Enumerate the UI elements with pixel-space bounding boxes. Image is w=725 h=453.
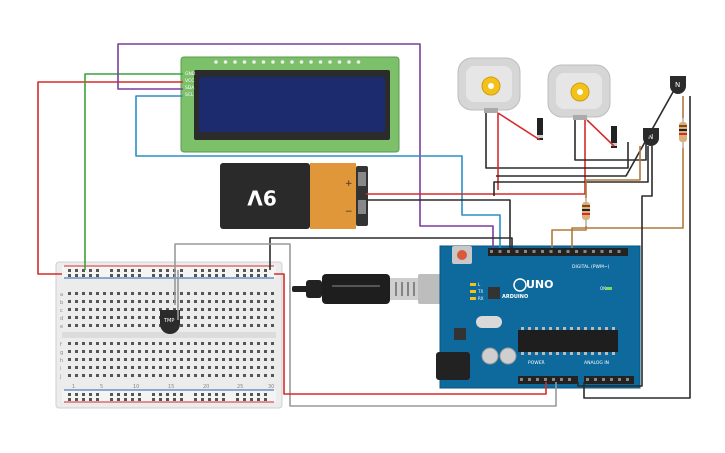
dc-motor-2[interactable] (547, 64, 611, 120)
sensor-label: TMP (163, 318, 174, 324)
transistor-2[interactable]: N (670, 76, 686, 94)
wire-red-motor1[interactable] (497, 112, 541, 141)
digital-label: DIGITAL (PWM~) (572, 264, 610, 270)
bb-col-1: 1 (72, 384, 75, 390)
led-l-label: L (478, 282, 481, 287)
power-header (518, 376, 578, 384)
bb-row-letter: e (60, 324, 63, 330)
diode-2[interactable] (611, 126, 617, 148)
lcd-screen (199, 77, 385, 132)
led-tx-label: TX (477, 289, 483, 294)
wire-brown-res1-pin[interactable] (551, 226, 587, 248)
dc-jack (436, 352, 470, 380)
transistor-1-label: N (648, 133, 653, 141)
wire-red-5v[interactable] (274, 273, 547, 395)
bb-col-15: 15 (168, 384, 174, 390)
bb-col-30: 30 (268, 384, 274, 390)
wire-brown-res1[interactable] (585, 146, 641, 198)
wire-black-motor2[interactable] (574, 120, 647, 161)
power-label: POWER (528, 360, 545, 366)
wire-black-transistor-gnd[interactable] (493, 146, 649, 196)
lcd-header-pins (214, 60, 361, 64)
bb-col-5: 5 (100, 384, 103, 390)
capacitor-2 (499, 347, 517, 365)
arduino-uno[interactable]: DIGITAL (PWM~) UNO ARDUINO L TX RX ON PO… (436, 245, 641, 389)
lcd-pin-scl: SCL (185, 92, 194, 98)
wire-black-long-right[interactable] (583, 96, 691, 399)
wire-black-mid[interactable] (577, 146, 653, 387)
bb-col-10: 10 (133, 384, 139, 390)
wires (37, 43, 691, 407)
transistor-2-label: N (675, 81, 680, 89)
battery-9v[interactable]: + − 9V (220, 163, 368, 229)
battery-voltage-label: 9V (247, 186, 277, 210)
temperature-sensor[interactable]: TMP (160, 310, 180, 334)
bb-row-letter: i (60, 366, 61, 372)
capacitor-1 (481, 347, 499, 365)
usb-chip (488, 287, 500, 299)
diode-1[interactable] (537, 118, 543, 140)
wire-green-lcd-gnd[interactable] (84, 73, 183, 270)
wire-red-motor2[interactable] (586, 119, 615, 147)
wire-black-battery-minus[interactable] (366, 199, 511, 248)
wire-blue-lcd-scl[interactable] (135, 95, 501, 248)
bb-col-20: 20 (203, 384, 209, 390)
lcd-pin-sda: SDA (185, 85, 195, 91)
led-rx-label: RX (478, 296, 484, 301)
lcd-display[interactable]: GND VCC SDA SCL (180, 56, 400, 153)
bb-row-letter: h (60, 358, 63, 364)
resistor-1[interactable] (582, 198, 590, 226)
wire-brown-res2[interactable] (571, 148, 684, 248)
crystal (476, 316, 502, 328)
wire-gray-gnd[interactable] (174, 243, 557, 407)
battery-plus-label: + (345, 179, 353, 189)
bb-col-25: 25 (237, 384, 243, 390)
wire-black-gnd-breadboard[interactable] (269, 237, 513, 270)
bb-row-letter: b (60, 300, 63, 306)
arduino-model: UNO (526, 278, 554, 291)
wire-purple-lcd-sda[interactable] (117, 43, 494, 248)
wire-red-lcd-vcc[interactable] (37, 81, 183, 275)
lcd-pin-gnd: GND (185, 71, 196, 77)
digital-header (488, 248, 628, 256)
arduino-logo-icon (513, 278, 527, 292)
bb-row-letter: a (60, 292, 63, 298)
dc-motor-1[interactable] (457, 57, 521, 113)
usb-cable[interactable] (292, 274, 464, 304)
wire-red-battery-plus[interactable] (366, 120, 586, 195)
lcd-pin-vcc: VCC (185, 78, 194, 84)
bb-row-letter: g (60, 350, 63, 356)
bb-row-letter: c (60, 308, 63, 314)
battery-minus-label: − (345, 207, 353, 217)
on-label: ON (600, 286, 606, 291)
bb-row-letter: j (59, 374, 61, 380)
wire-black-transistor2[interactable] (496, 91, 674, 177)
resistor-2[interactable] (679, 118, 687, 148)
wire-black-motor1[interactable] (485, 113, 629, 169)
bb-row-letter: d (60, 316, 63, 322)
microcontroller-chip (518, 330, 618, 352)
regulator (454, 328, 466, 340)
analog-header (584, 376, 634, 384)
bb-row-letter: f (60, 342, 62, 348)
transistor-1[interactable]: N (643, 128, 659, 146)
arduino-brand: ARDUINO (502, 294, 528, 300)
analog-label: ANALOG IN (584, 360, 609, 366)
